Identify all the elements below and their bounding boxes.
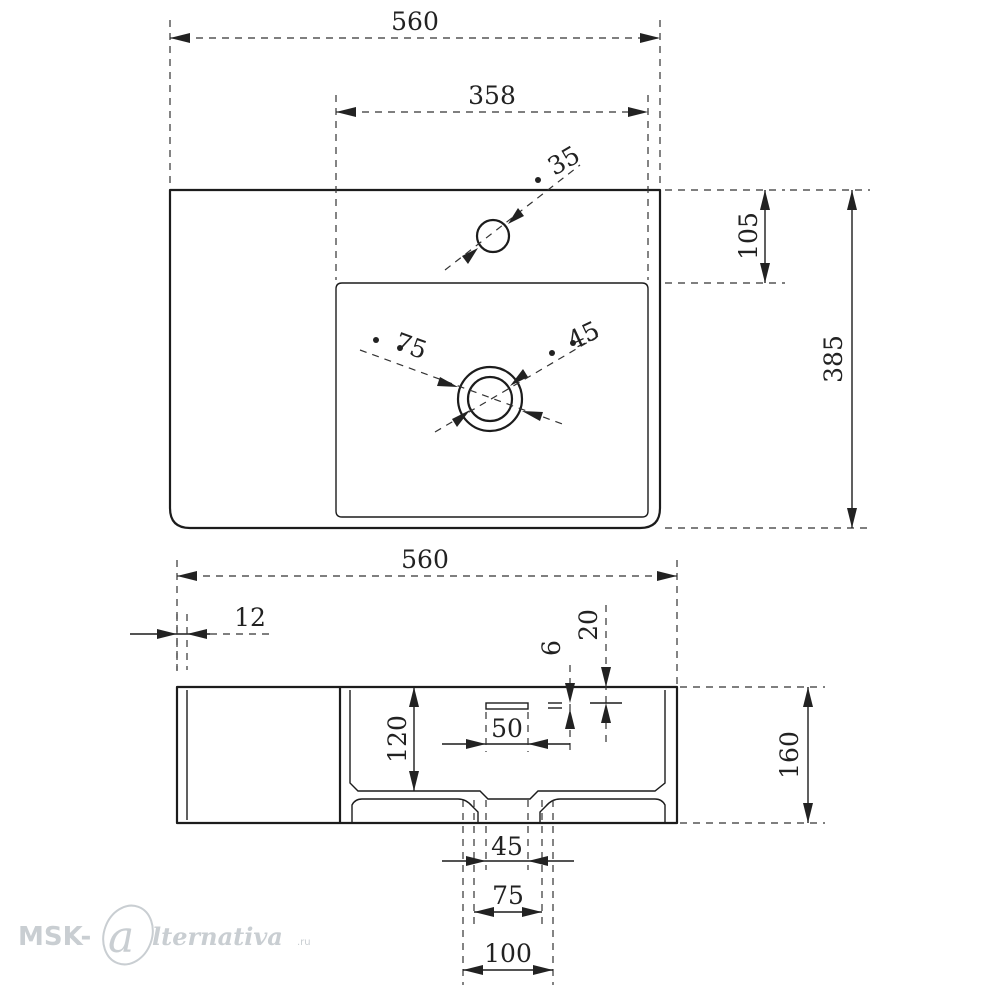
dim-label-20: 20 bbox=[574, 609, 603, 641]
arrow-12-right bbox=[187, 629, 207, 639]
watermark-tld: .ru bbox=[297, 937, 311, 948]
arrow-120-bottom bbox=[409, 771, 419, 791]
dim-label-75-bottom: 75 bbox=[492, 881, 524, 910]
basin-cavity bbox=[349, 690, 666, 800]
arrow-385-bottom bbox=[847, 508, 857, 528]
dim-label-12: 12 bbox=[234, 603, 266, 632]
dim-label-35: 35 bbox=[543, 140, 585, 181]
arrow-100-right bbox=[533, 965, 553, 975]
dim-label-120: 120 bbox=[383, 715, 412, 763]
arrow-45-left bbox=[466, 856, 486, 866]
diameter-symbol-45 bbox=[549, 350, 555, 356]
arrow-tap-hole-a bbox=[462, 248, 478, 264]
arrow-160-top bbox=[803, 687, 813, 707]
arrow-6-down bbox=[565, 683, 575, 703]
dim-label-45-bottom: 45 bbox=[491, 832, 523, 861]
arrow-12-left bbox=[157, 629, 177, 639]
dim-label-100-bottom: 100 bbox=[484, 939, 532, 968]
dim-label-560-top: 560 bbox=[391, 7, 439, 36]
arrow-560-right bbox=[640, 33, 660, 43]
arrow-drain-45-b bbox=[510, 369, 528, 386]
arrow-50-right bbox=[528, 739, 548, 749]
arrow-358-right bbox=[628, 107, 648, 117]
arrow-105-top bbox=[760, 190, 770, 210]
arrow-20-down bbox=[601, 667, 611, 687]
arrow-drain-75-b bbox=[522, 411, 543, 421]
dim-label-385: 385 bbox=[819, 335, 848, 383]
drain-inner bbox=[466, 375, 514, 423]
arrow-560-left bbox=[170, 33, 190, 43]
overflow-slot bbox=[485, 702, 529, 710]
arrow-drain-75-a bbox=[437, 377, 458, 387]
arrow-45-right bbox=[528, 856, 548, 866]
drain-channel bbox=[351, 798, 479, 823]
watermark-logo: MSK- a lternativa .ru bbox=[18, 904, 311, 966]
arrow-385-top bbox=[847, 190, 857, 210]
dim-label-160: 160 bbox=[775, 731, 804, 779]
dim-label-358: 358 bbox=[468, 81, 516, 110]
arrow-100-left bbox=[463, 965, 483, 975]
dim-label-50: 50 bbox=[491, 714, 523, 743]
arrow-105-bottom bbox=[760, 263, 770, 283]
watermark-prefix: MSK- bbox=[18, 922, 91, 952]
diameter-symbol-45b bbox=[570, 340, 576, 346]
dim-label-drain-45: 45 bbox=[563, 315, 604, 355]
watermark-rest: lternativa bbox=[152, 922, 283, 951]
arrow-75-right bbox=[522, 907, 542, 917]
arrow-50-left bbox=[466, 739, 486, 749]
dim-label-105: 105 bbox=[734, 212, 763, 260]
arrow-560-front-left bbox=[177, 571, 197, 581]
top-view-outline bbox=[168, 188, 662, 530]
front-view-outline bbox=[175, 685, 679, 825]
drain-outer bbox=[456, 365, 524, 433]
watermark-a-glyph: a bbox=[108, 912, 134, 963]
basin-opening bbox=[335, 282, 649, 518]
drain-channel-right bbox=[539, 798, 666, 823]
tap-hole bbox=[475, 218, 511, 254]
arrow-20-up bbox=[601, 703, 611, 723]
diameter-symbol-75b bbox=[397, 345, 403, 351]
diameter-symbol-75 bbox=[373, 337, 379, 343]
arrow-6-up bbox=[565, 709, 575, 729]
dim-line-drain-75 bbox=[359, 349, 566, 426]
arrow-tap-hole-b bbox=[508, 208, 524, 224]
dim-label-6: 6 bbox=[537, 640, 566, 656]
dim-label-drain-75: 75 bbox=[391, 327, 431, 365]
top-view: 560 358 35 105 385 75 bbox=[168, 7, 870, 530]
dim-line-tap-hole bbox=[444, 164, 581, 271]
arrow-358-left bbox=[336, 107, 356, 117]
front-view: 560 12 20 6 120 50 bbox=[130, 545, 825, 985]
watermark-a-swirl bbox=[102, 904, 154, 966]
arrow-drain-45-a bbox=[452, 410, 470, 427]
arrow-160-bottom bbox=[803, 803, 813, 823]
arrow-560-front-right bbox=[657, 571, 677, 581]
arrow-75-left bbox=[474, 907, 494, 917]
dim-label-560-front: 560 bbox=[401, 545, 449, 574]
diameter-symbol-35 bbox=[535, 177, 541, 183]
arrow-120-top bbox=[409, 687, 419, 707]
